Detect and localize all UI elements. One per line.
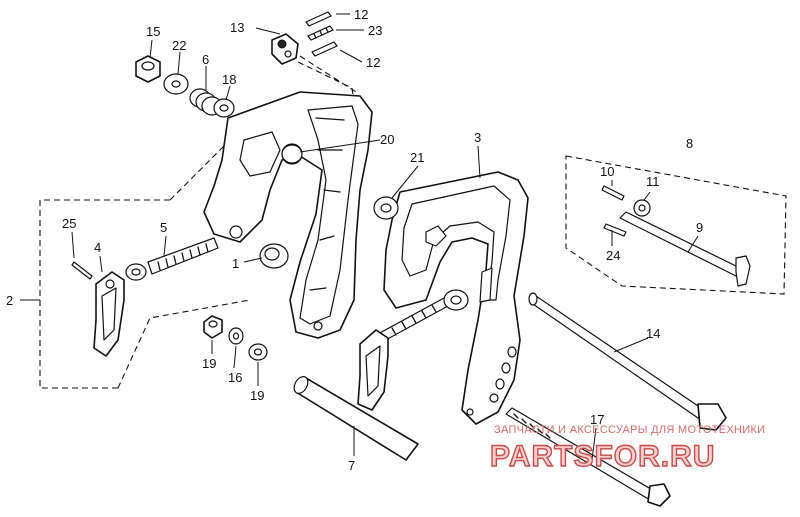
callout-11: 11: [646, 174, 660, 189]
callout-16: 16: [228, 370, 242, 385]
bolt-14: [528, 292, 727, 431]
tilt-rod-9: [601, 185, 751, 287]
washer-17: [248, 343, 268, 361]
pin-21: [307, 25, 334, 41]
swivel-bracket-3: [383, 171, 529, 425]
washer-16: [228, 327, 244, 345]
callout-23: 19: [202, 356, 216, 371]
callout-labels: 15 22 6 18 13 12 23 12 20 21 3 1 2 5 4 2…: [6, 7, 703, 473]
callout-12-bottom: 12: [366, 55, 380, 70]
clamp-screw-right: [357, 289, 469, 411]
callout-4: 4: [94, 240, 101, 255]
callout-1: 1: [232, 256, 239, 271]
group-outline-right: [565, 155, 787, 295]
pin-25: [71, 261, 93, 280]
washer-20: [163, 73, 189, 95]
nut-23: [203, 315, 223, 339]
washer-1: [259, 243, 289, 269]
group-outline-top: [297, 55, 357, 117]
clamp-screw-5: [125, 237, 219, 281]
callout-10: 10: [600, 164, 614, 179]
callout-8: 8: [686, 136, 693, 151]
washer-19-left: [281, 144, 303, 164]
callout-18: 18: [222, 72, 236, 87]
group-outline-left: [39, 137, 251, 389]
callout-3: 3: [474, 130, 481, 145]
callout-13: 13: [230, 20, 244, 35]
left-clamp-bracket: [203, 91, 373, 339]
washer-19-right: [373, 196, 399, 220]
callout-24: 24: [606, 248, 620, 263]
watermark-tagline: ЗАПЧАСТИ И АКСЕССУАРЫ ДЛЯ МОТОТЕХНИКИ: [494, 424, 765, 436]
callout-19-left: 20: [380, 132, 394, 147]
callout-21: 23: [368, 23, 382, 38]
watermark: ЗАПЧАСТИ И АКСЕССУАРЫ ДЛЯ МОТОТЕХНИКИ PA…: [489, 424, 765, 474]
callout-6: 6: [202, 52, 209, 67]
callout-15: 15: [146, 24, 160, 39]
tube-7: [293, 376, 419, 461]
washer-18: [213, 98, 235, 118]
callout-17: 19: [250, 388, 264, 403]
callout-25: 25: [62, 216, 76, 231]
watermark-brand: PARTSFOR.RU: [490, 440, 715, 473]
callout-22: 17: [590, 412, 604, 427]
callout-2: 2: [6, 293, 13, 308]
leader-lines: [20, 13, 699, 461]
callout-5: 5: [160, 220, 167, 235]
callout-19-right: 21: [410, 150, 424, 165]
bolt-22: [505, 407, 671, 507]
callout-14: 14: [646, 326, 660, 341]
link-13: [271, 33, 299, 65]
callout-7: 7: [348, 458, 355, 473]
callout-20: 22: [172, 38, 186, 53]
pin-12-bottom: [311, 41, 338, 57]
callout-12-top: 12: [354, 7, 368, 22]
pin-12-top: [305, 11, 332, 27]
nut-15: [135, 55, 161, 83]
callout-9: 9: [696, 220, 703, 235]
clamp-plate-4: [93, 271, 125, 357]
